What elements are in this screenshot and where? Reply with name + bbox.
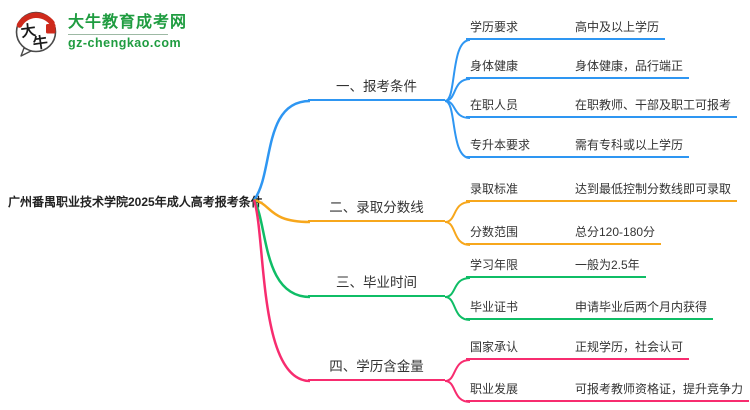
leaf-row: 国家承认 正规学历，社会认可 [466,336,690,360]
leaf-value: 总分120-180分 [575,225,656,239]
leaf-row: 学习年限 一般为2.5年 [466,254,646,278]
leaf-value: 可报考教师资格证，提升竞争力 [575,382,744,396]
leaf-row: 在职人员 在职教师、干部及职工可报考 [466,94,738,118]
leaf-key: 学习年限 [470,258,519,272]
logo-text-block: 大牛教育成考网 gz-chengkao.com [68,10,187,50]
branch4-main-curve [252,199,311,383]
logo-domain: gz-chengkao.com [68,36,182,50]
leaf-key: 国家承认 [470,340,519,354]
leaf-key: 专升本要求 [470,138,531,152]
leaf-key: 学历要求 [470,20,519,34]
leaf-value: 正规学历，社会认可 [575,340,684,354]
leaf-row: 职业发展 可报考教师资格证，提升竞争力 [466,378,750,402]
logo-char-2: 牛 [32,33,49,53]
leaf-value: 高中及以上学历 [575,20,660,34]
leaf-row: 身体健康 身体健康，品行端正 [466,55,690,79]
branch2-item1-curve [444,201,471,223]
leaf-value: 身体健康，品行端正 [575,59,684,73]
leaf-key: 在职人员 [470,98,519,112]
leaf-value: 在职教师、干部及职工可报考 [575,98,732,112]
branch3-item1-curve [444,277,471,298]
logo-divider [68,34,168,35]
branch-label-graduation: 三、毕业时间 [308,271,445,297]
leaf-value: 申请毕业后两个月内获得 [575,300,708,314]
site-logo[interactable]: 大 牛 大牛教育成考网 gz-chengkao.com [14,10,187,58]
leaf-row: 录取标准 达到最低控制分数线即可录取 [466,178,738,202]
leaf-value: 达到最低控制分数线即可录取 [575,182,732,196]
logo-seal-icon [46,24,56,34]
branch3-main-curve [252,199,311,299]
logo-char-1: 大 [20,21,37,41]
central-topic: 广州番禺职业技术学院2025年成人高考报考条件 [8,195,263,209]
leaf-key: 身体健康 [470,59,519,73]
branch-label-degree-value: 四、学历含金量 [308,355,445,381]
logo-title: 大牛教育成考网 [68,14,188,31]
bull-logo-icon: 大 牛 [15,11,57,57]
leaf-row: 学历要求 高中及以上学历 [466,16,666,40]
leaf-key: 毕业证书 [470,300,519,314]
leaf-row: 毕业证书 申请毕业后两个月内获得 [466,296,714,320]
logo-red-arc [16,12,55,28]
leaf-key: 职业发展 [470,382,519,396]
branch1-main-curve [252,99,311,201]
leaf-value: 需有专科或以上学历 [575,138,684,152]
leaf-key: 录取标准 [470,182,519,196]
leaf-value: 一般为2.5年 [575,258,640,272]
leaf-row: 专升本要求 需有专科或以上学历 [466,134,690,158]
leaf-key: 分数范围 [470,225,519,239]
branch-label-requirements: 一、报考条件 [308,75,445,101]
branch-label-score-line: 二、录取分数线 [308,196,445,222]
leaf-row: 分数范围 总分120-180分 [466,221,662,245]
